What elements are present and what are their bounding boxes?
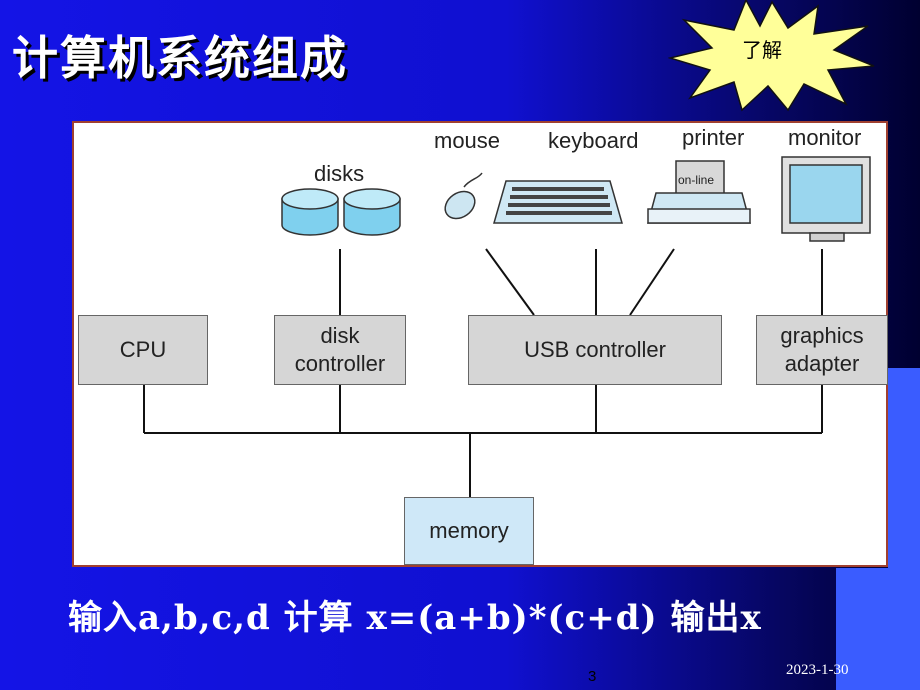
keyboard-label: keyboard: [548, 128, 639, 153]
graphics-adapter-label-line1: graphics: [780, 323, 864, 348]
monitor-icon: [781, 156, 871, 242]
computer-system-diagram: disks mouse keyboard printer on-line mon…: [72, 121, 888, 567]
badge-label: 了解: [742, 38, 782, 62]
usb-controller-label: USB controller: [524, 337, 666, 362]
cpu-label: CPU: [119, 337, 167, 362]
printer-icon: [647, 160, 751, 224]
keyboard-icon: [493, 180, 623, 224]
starburst-badge-icon: [668, 0, 875, 112]
page-number: 3: [588, 668, 597, 685]
disk-controller-box: disk controller: [274, 315, 406, 385]
decor-block-bottom: [836, 568, 920, 690]
monitor-label: monitor: [788, 125, 862, 150]
graphics-adapter-box: graphics adapter: [756, 315, 888, 385]
mouse-label: mouse: [434, 128, 501, 153]
graphics-adapter-label-line2: adapter: [784, 351, 860, 376]
memory-box: memory: [404, 497, 534, 565]
usb-controller-box: USB controller: [468, 315, 722, 385]
disks-label: disks: [314, 161, 365, 186]
disk-controller-label-line2: controller: [294, 351, 386, 376]
slide-date: 2023-1-30: [786, 662, 849, 678]
mouse-icon: [444, 172, 483, 220]
diagram-lines: [143, 156, 871, 497]
printer-status-label: on-line: [678, 173, 715, 187]
line-printer: [629, 248, 675, 316]
slide-title: 计算机系统组成: [12, 31, 348, 85]
printer-label: printer: [682, 125, 745, 150]
memory-label: memory: [429, 518, 509, 543]
slide-bottom-text: 输入a,b,c,d 计算 x=(a+b)*(c+d) 输出x: [68, 598, 762, 638]
cpu-box: CPU: [78, 315, 208, 385]
line-mouse: [485, 248, 535, 316]
disks-icon: [281, 188, 401, 236]
disk-controller-label-line1: disk: [320, 323, 360, 348]
